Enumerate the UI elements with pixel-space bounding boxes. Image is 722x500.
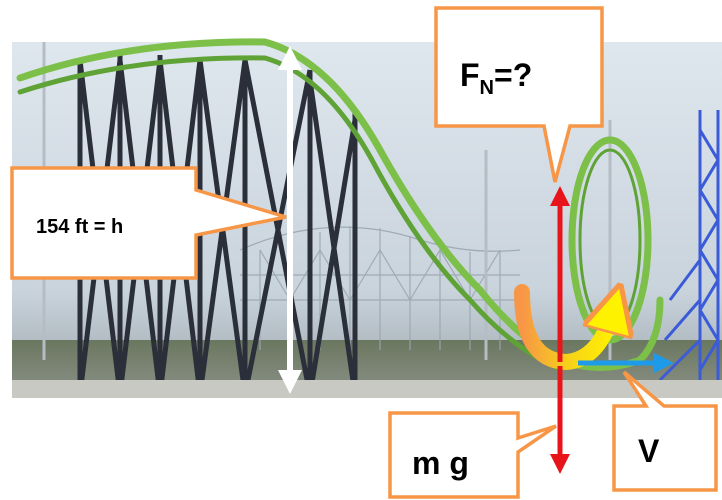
height-callout: 154 ft = h: [10, 166, 287, 280]
normal-force-callout: FN=?: [434, 6, 604, 183]
height-label: 154 ft = h: [36, 216, 123, 238]
path-arc: [514, 292, 614, 371]
weight-label: m g: [412, 445, 469, 481]
velocity-callout: V: [612, 370, 718, 492]
weight-callout: m g: [388, 411, 557, 499]
velocity-label: V: [638, 433, 660, 469]
normal-force-label: FN=?: [460, 57, 532, 99]
